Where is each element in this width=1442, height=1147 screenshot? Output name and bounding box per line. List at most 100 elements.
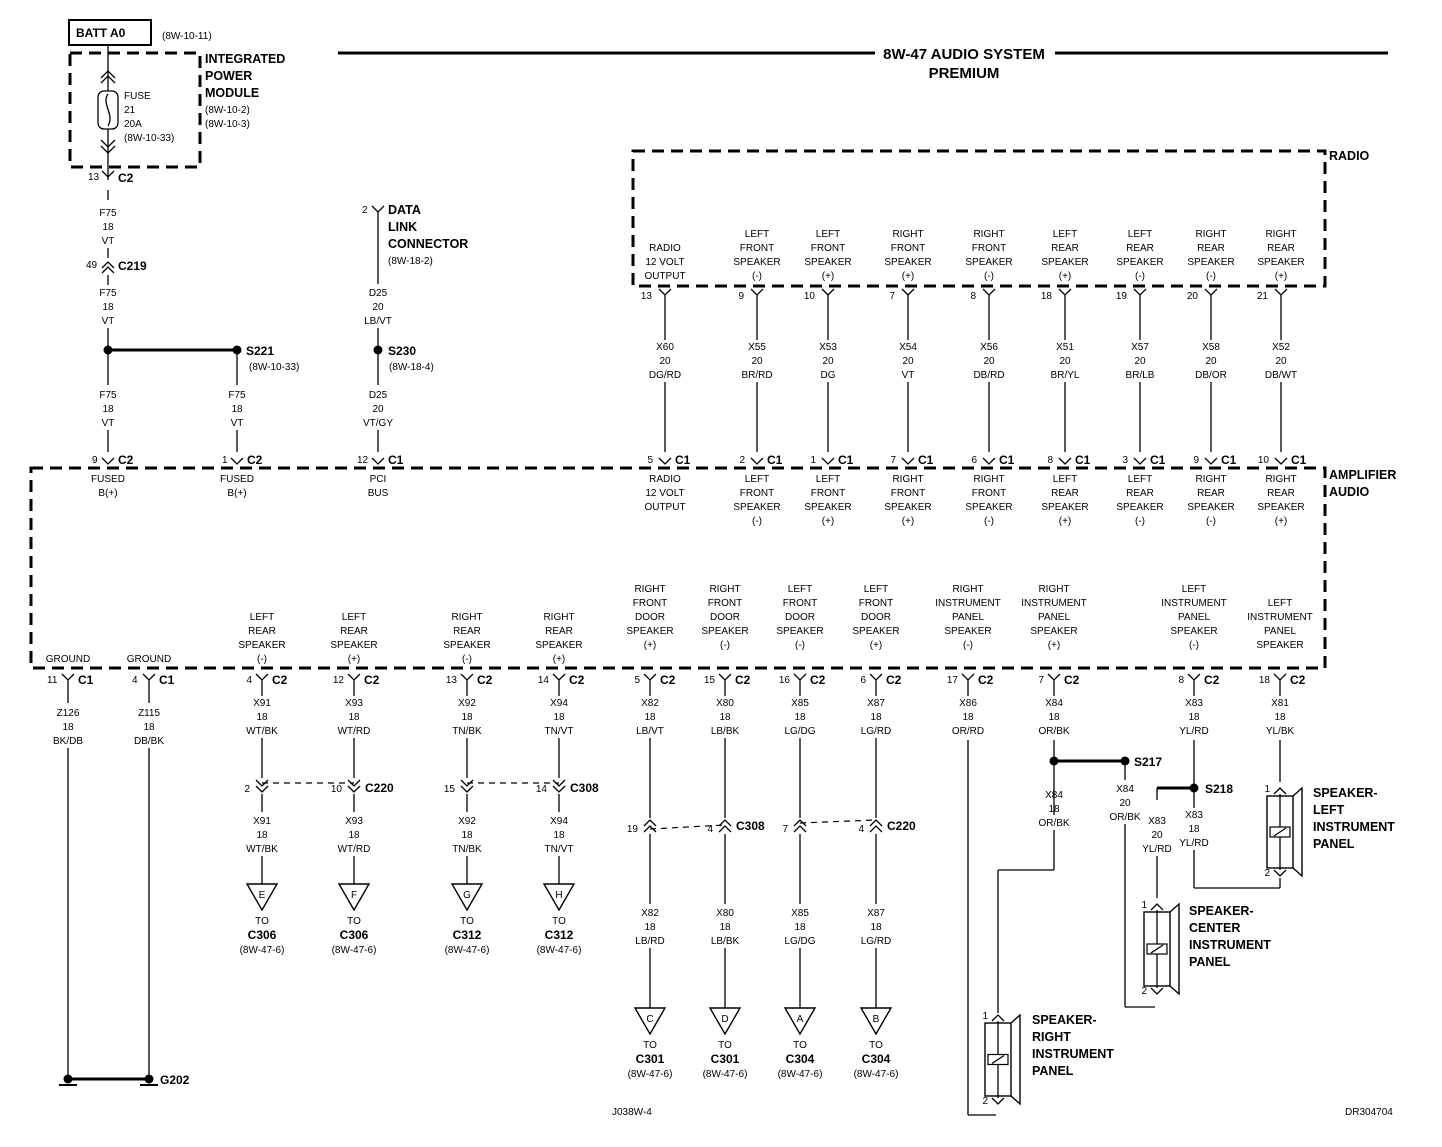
output-label: (+): [348, 654, 361, 665]
output-label: RIGHT: [543, 612, 574, 623]
wire-label: 18: [461, 830, 473, 841]
wire-label: X84: [1045, 698, 1063, 709]
amp-conn: C1: [1075, 453, 1091, 467]
output-label: (-): [257, 654, 267, 665]
dlc-ref: (8W-18-2): [388, 256, 433, 267]
f75a-1: F75: [99, 208, 117, 219]
radio-output-label: RADIO: [649, 243, 681, 254]
inline-pin: 19: [627, 824, 639, 835]
wire-label: 18: [256, 712, 268, 723]
output-conn: C2: [886, 673, 902, 687]
f75a-3: VT: [102, 236, 115, 247]
dest-connector: C304: [786, 1052, 815, 1066]
dest-connector: C312: [453, 928, 482, 942]
amp-input-label: RIGHT: [973, 474, 1004, 485]
amp-pin: 6: [971, 455, 977, 466]
amp-conn: C1: [1150, 453, 1166, 467]
svg-text:18: 18: [1188, 824, 1200, 835]
radio-output-label: SPEAKER: [965, 257, 1012, 268]
output-pin: 12: [333, 675, 345, 686]
wire-label: TN/BK: [452, 844, 482, 855]
svg-text:20: 20: [1119, 798, 1131, 809]
wire-label: X85: [791, 908, 809, 919]
pin-2: 2: [1264, 868, 1270, 879]
amp-pin: 9: [1193, 455, 1199, 466]
svg-text:GROUND: GROUND: [127, 654, 171, 665]
wire-label: WT/RD: [338, 726, 371, 737]
radio-pin: 7: [889, 291, 895, 302]
fuse-line2: 21: [124, 105, 136, 116]
wire-label: LG/DG: [784, 726, 815, 737]
c220-rear-name: C220: [365, 781, 394, 795]
to-label: TO: [643, 1040, 657, 1051]
output-label: (-): [1189, 640, 1199, 651]
amp-pin: 5: [647, 455, 653, 466]
radio-pin: 19: [1116, 291, 1128, 302]
to-label: TO: [869, 1040, 883, 1051]
svg-text:X84: X84: [1045, 790, 1063, 801]
radio-output-label: (+): [1059, 271, 1072, 282]
output-label: SPEAKER: [1030, 626, 1077, 637]
radio-output-label: REAR: [1197, 243, 1225, 254]
wire-label: WT/RD: [338, 844, 371, 855]
output-label: REAR: [453, 626, 481, 637]
wire-label: LG/RD: [861, 726, 892, 737]
dest-connector: C312: [545, 928, 574, 942]
wire-label: X55: [748, 342, 766, 353]
radio-output-label: SPEAKER: [1257, 257, 1304, 268]
wire-label: 18: [644, 922, 656, 933]
dest-ref: (8W-47-6): [628, 1069, 673, 1080]
s230-name: S230: [388, 344, 416, 358]
radio-output-label: LEFT: [1053, 229, 1077, 240]
wire-label: TN/BK: [452, 726, 482, 737]
output-label: RIGHT: [634, 584, 665, 595]
wire-label: 18: [962, 712, 974, 723]
wire-label: X52: [1272, 342, 1290, 353]
fuse-line1: FUSE: [124, 91, 151, 102]
connector-letter: C: [646, 1014, 653, 1025]
wire-label: X82: [641, 698, 659, 709]
wire-label: YL/RD: [1179, 726, 1208, 737]
wire-label: 20: [1134, 356, 1146, 367]
ground-2: GROUND 4 C1 Z115 18 DB/BK: [127, 654, 175, 1075]
svg-text:X84: X84: [1116, 784, 1134, 795]
dest-ref: (8W-47-6): [240, 945, 285, 956]
to-label: TO: [347, 916, 361, 927]
amp-input-3: 12 C1 PCI BUS: [357, 453, 404, 499]
wire-label: X93: [345, 698, 363, 709]
amp-input-label: SPEAKER: [804, 502, 851, 513]
output-conn: C2: [1064, 673, 1080, 687]
svg-text:C1: C1: [159, 673, 175, 687]
output-label: (-): [720, 640, 730, 651]
wire-label: X83: [1185, 698, 1203, 709]
radio-output-label: (-): [752, 271, 762, 282]
s221-ref: (8W-10-33): [249, 362, 299, 373]
f75d-3: VT: [231, 418, 244, 429]
connector-letter: G: [463, 890, 471, 901]
svg-text:C2: C2: [247, 453, 263, 467]
output-label: DOOR: [710, 612, 740, 623]
ground-1: GROUND 11 C1 Z126 18 BK/DB: [46, 654, 94, 1075]
svg-text:B(+): B(+): [227, 488, 246, 499]
speaker-label: RIGHT: [1032, 1030, 1071, 1044]
wire-label: X93: [345, 816, 363, 827]
wire-label: X81: [1271, 698, 1289, 709]
d25a-2: 20: [372, 302, 384, 313]
svg-text:YL/RD: YL/RD: [1142, 844, 1171, 855]
wire-label: X57: [1131, 342, 1149, 353]
output-label: LEFT: [1268, 598, 1292, 609]
wire-label: OR/RD: [952, 726, 984, 737]
output-label: SPEAKER: [776, 626, 823, 637]
amp-input-label: (-): [984, 516, 994, 527]
amp-input-label: REAR: [1197, 488, 1225, 499]
s221-name: S221: [246, 344, 274, 358]
radio-pin: 18: [1041, 291, 1053, 302]
inline-pin: 15: [444, 784, 456, 795]
svg-text:Z115: Z115: [138, 708, 160, 719]
pin-1: 1: [1264, 784, 1270, 795]
